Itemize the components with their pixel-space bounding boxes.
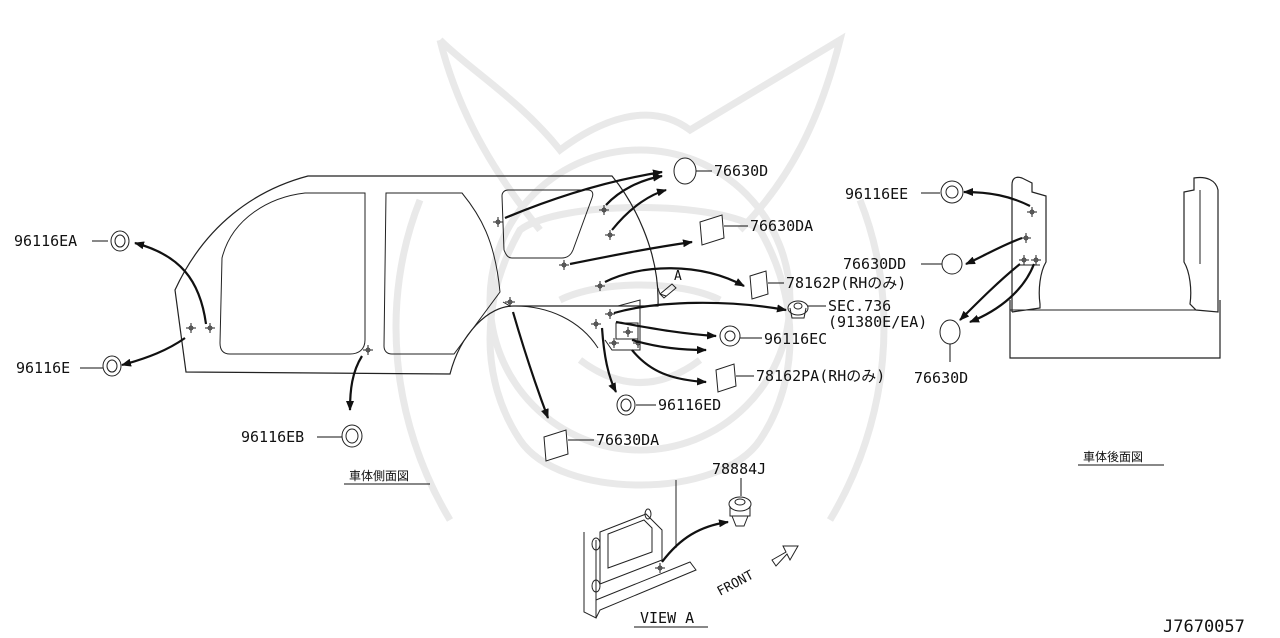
part-label-76630D: 76630D — [714, 162, 768, 180]
rear-view-caption-text: 車体後面図 — [1083, 450, 1143, 464]
part-label-78162P: 78162P(RHのみ) — [786, 274, 906, 292]
fastener-point-icon — [604, 229, 616, 241]
seal-pad-icon — [939, 319, 961, 345]
part-96116EB: 96116EB — [241, 424, 363, 448]
part-76630DD: 76630DD — [843, 253, 963, 275]
part-96116EC: 96116EC — [719, 325, 827, 348]
part-76630D-right: 76630D — [914, 319, 968, 387]
part-label-96116ED: 96116ED — [658, 396, 721, 414]
seal-pad-icon — [715, 363, 737, 393]
fastener-point-icon — [204, 322, 216, 334]
part-label-96116EE: 96116EE — [845, 185, 908, 203]
fastener-point-icon — [492, 216, 504, 228]
watermark-logo — [392, 32, 888, 522]
part-78162PA: 78162PA(RHのみ) — [715, 363, 885, 393]
grommet-icon — [719, 325, 741, 347]
part-96116EE: 96116EE — [845, 180, 964, 204]
clip-icon — [787, 300, 809, 319]
rear-view-caption: 車体後面図 — [1078, 450, 1164, 466]
fastener-points-side — [185, 204, 644, 356]
arrows-side — [121, 169, 787, 419]
fastener-point-icon — [1030, 254, 1042, 266]
part-76630DA-bottom: 76630DA — [543, 429, 659, 462]
fastener-point-icon — [1026, 206, 1038, 218]
fastener-point-icon — [558, 259, 570, 271]
fastener-point-icon — [604, 308, 616, 320]
grommet-icon — [341, 424, 363, 448]
side-view-body — [174, 175, 659, 375]
part-label-96116EA: 96116EA — [14, 232, 77, 250]
part-label-76630DA: 76630DA — [750, 217, 813, 235]
part-label-76630D-right: 76630D — [914, 369, 968, 387]
part-78884J: 78884J — [712, 460, 766, 527]
part-label-sec736: SEC.736 — [828, 297, 891, 315]
front-label: FRONT — [715, 568, 757, 600]
seal-pad-icon — [699, 214, 725, 246]
fastener-point-icon — [590, 318, 602, 330]
rear-view-body — [1009, 176, 1221, 359]
part-96116E: 96116E — [16, 355, 122, 377]
part-76630D-top: 76630D — [673, 157, 768, 185]
seal-pad-icon — [749, 270, 769, 300]
side-view-caption: 車体側面図 — [344, 469, 430, 485]
direction-arrow-icon — [771, 545, 799, 567]
view-a-marker: A — [657, 269, 682, 299]
part-label-96116E: 96116E — [16, 359, 70, 377]
seal-pad-icon — [673, 157, 697, 185]
arrows-rear — [959, 188, 1036, 324]
side-view-caption-text: 車体側面図 — [349, 469, 409, 483]
part-label-76630DD: 76630DD — [843, 255, 906, 273]
fastener-point-icon — [1020, 232, 1032, 244]
part-label-78162PA: 78162PA(RHのみ) — [756, 367, 885, 385]
fastener-point-icon — [185, 322, 197, 334]
clip-icon — [728, 496, 752, 527]
view-a-caption-text: VIEW A — [640, 609, 694, 627]
seal-pad-icon — [941, 253, 963, 275]
grommet-icon — [110, 230, 130, 252]
fastener-point-icon — [362, 344, 374, 356]
part-label-96116EC: 96116EC — [764, 330, 827, 348]
fastener-point-icon — [1018, 254, 1030, 266]
part-label-96116EB: 96116EB — [241, 428, 304, 446]
part-96116EA: 96116EA — [14, 230, 130, 252]
part-76630DA-top: 76630DA — [699, 214, 813, 246]
fastener-points-rear — [1018, 206, 1042, 266]
part-label-sec736-sub: (91380E/EA) — [828, 313, 927, 331]
front-direction: FRONT — [715, 545, 799, 600]
grommet-icon — [102, 355, 122, 377]
view-a-detail: VIEW A — [583, 480, 729, 628]
fastener-point-icon — [654, 562, 666, 574]
grommet-icon — [940, 180, 964, 204]
part-78162P: 78162P(RHのみ) — [749, 270, 906, 300]
part-label-76630DA-bottom: 76630DA — [596, 431, 659, 449]
fastener-point-icon — [622, 326, 634, 338]
diagram-id: J7670057 — [1163, 617, 1245, 637]
grommet-icon — [616, 394, 636, 416]
part-sec736: SEC.736 (91380E/EA) — [787, 297, 927, 331]
part-label-78884J: 78884J — [712, 460, 766, 478]
seal-pad-icon — [543, 429, 569, 462]
view-a-marker-label: A — [674, 269, 682, 284]
part-96116ED: 96116ED — [616, 394, 721, 416]
